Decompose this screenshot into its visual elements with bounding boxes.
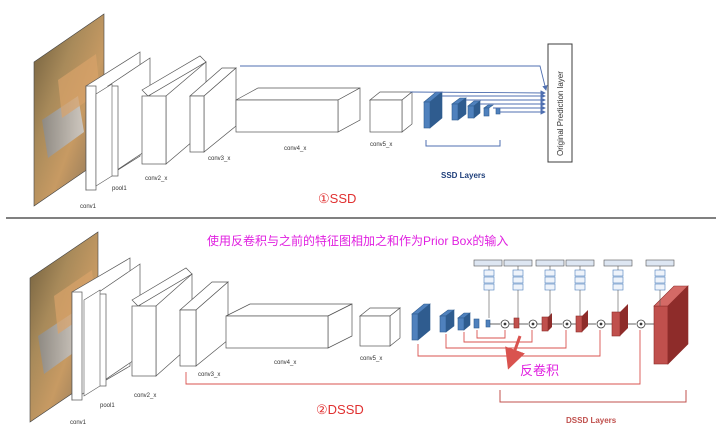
prediction-arrows-top xyxy=(240,65,548,115)
eltwise-node-1 xyxy=(500,319,510,329)
ssd-layer-1 xyxy=(423,91,443,129)
dssd-caption: 使用反卷积与之前的特征图相加之和作为Prior Box的输入 xyxy=(207,233,508,248)
label-conv2-bottom: conv2_x xyxy=(134,393,156,399)
deconv-chain xyxy=(490,285,689,365)
label-conv1-bottom: conv1 xyxy=(70,420,87,426)
dssd-blue-layer-3 xyxy=(457,312,471,331)
dssd-blue-layer-1 xyxy=(411,303,431,341)
ssd-title: ①SSD xyxy=(318,191,356,206)
ssd-section: Original Prediction layer SSD Layers con… xyxy=(33,13,573,210)
conv4-block-top xyxy=(235,87,361,133)
label-conv5-bottom: conv5_x xyxy=(360,356,382,362)
prediction-module-4 xyxy=(565,259,595,316)
dssd-title: ②DSSD xyxy=(316,402,364,417)
label-conv3-bottom: conv3_x xyxy=(198,372,220,378)
dssd-red-layer-5 xyxy=(653,285,689,365)
prediction-modules xyxy=(473,259,675,318)
prediction-module-1 xyxy=(473,259,503,318)
eltwise-node-2 xyxy=(528,319,538,329)
label-conv4-bottom: conv4_x xyxy=(274,360,296,366)
ssd-layers-label: SSD Layers xyxy=(441,171,486,180)
ssd-layers-brace xyxy=(425,140,501,147)
pool1-block-bottom xyxy=(83,263,141,397)
conv3-block-top xyxy=(189,67,237,153)
prediction-module-5 xyxy=(603,259,633,312)
eltwise-node-5 xyxy=(636,319,646,329)
dssd-section: 使用反卷积与之前的特征图相加之和作为Prior Box的输入 xyxy=(29,231,689,426)
ssd-layer-2 xyxy=(451,97,467,121)
dssd-layers-brace xyxy=(499,390,687,403)
conv5-block-top xyxy=(369,91,413,133)
prediction-layer-label: Original Prediction layer xyxy=(556,71,565,156)
dssd-red-layer-3 xyxy=(575,310,588,333)
dssd-blue-layer-5 xyxy=(485,319,491,328)
dssd-red-layer-2 xyxy=(541,313,552,332)
dssd-blue-layers xyxy=(411,303,491,341)
prediction-module-3 xyxy=(535,259,565,317)
deconv-arrow xyxy=(505,335,525,370)
dssd-red-layer-4 xyxy=(611,304,628,337)
label-pool1-top: pool1 xyxy=(112,186,127,192)
ssd-layer-3 xyxy=(467,100,481,119)
eltwise-node-3 xyxy=(562,319,572,329)
prediction-module-6 xyxy=(645,259,675,306)
label-conv3-top: conv3_x xyxy=(208,156,230,162)
label-conv5-top: conv5_x xyxy=(370,142,392,148)
deconv-label: 反卷积 xyxy=(520,363,559,378)
label-conv2-top: conv2_x xyxy=(145,176,167,182)
ssd-layers-top xyxy=(423,91,501,129)
dssd-red-layer-1 xyxy=(513,317,520,329)
label-conv1-top: conv1 xyxy=(80,204,97,210)
prediction-module-2 xyxy=(503,259,533,318)
eltwise-node-4 xyxy=(596,319,606,329)
conv5-block-bottom xyxy=(359,307,401,347)
dssd-blue-layer-4 xyxy=(473,318,480,329)
label-pool1-bottom: pool1 xyxy=(100,403,115,409)
ssd-layer-5 xyxy=(495,107,501,115)
dssd-blue-layer-2 xyxy=(439,309,455,333)
conv3-block-bottom xyxy=(179,281,229,367)
ssd-layer-4 xyxy=(483,104,494,117)
dssd-layers-label: DSSD Layers xyxy=(566,416,617,425)
conv4-block-bottom xyxy=(225,303,353,349)
prediction-layer-box: Original Prediction layer xyxy=(547,43,573,163)
label-conv4-top: conv4_x xyxy=(284,146,306,152)
